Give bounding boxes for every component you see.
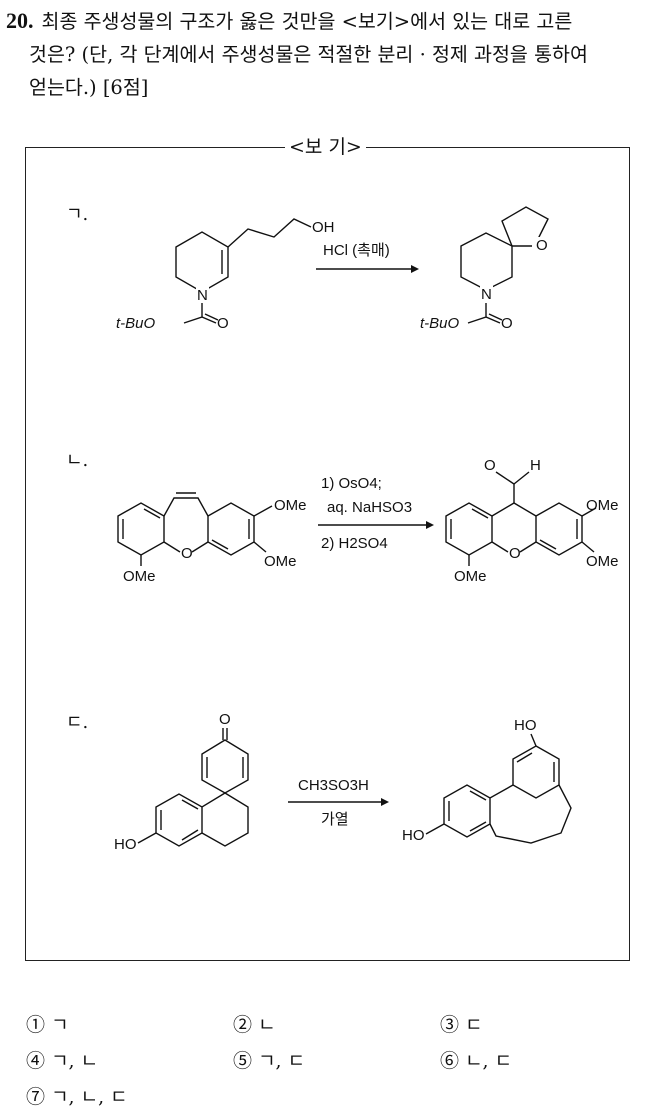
reaction-scheme-a: OH N t-BuO O HCl (촉매) O N t-BuO O (116, 206, 549, 332)
aldehyde-o-label: O (484, 457, 496, 474)
question-line-3: 얻는다.) [6점] (29, 76, 149, 99)
arrow-head-icon (381, 798, 389, 806)
phenol-ho-label: HO (114, 836, 137, 853)
product-ho-label-1: HO (514, 717, 537, 734)
item-label-b: ㄴ. (66, 450, 89, 471)
reaction-scheme-b: O OMe OMe OMe 1) OsO4; aq. NaHSO3 2) H2S… (117, 457, 619, 585)
choice-1[interactable]: ① ㄱ (26, 1014, 69, 1036)
item-label-c: ㄷ. (66, 712, 89, 733)
product-carbonyl-o-label: O (501, 315, 513, 332)
choice-4[interactable]: ④ ㄱ, ㄴ (26, 1050, 99, 1072)
reagent-b-3: 2) H2SO4 (321, 535, 388, 552)
product-tbuo-label: t-BuO (420, 315, 460, 332)
question-number: 20. (6, 8, 34, 33)
dienone-o-label: O (219, 711, 231, 728)
question-line-2: 것은? (단, 각 단계에서 주생성물은 적절한 분리 · 정제 과정을 통하여 (29, 43, 588, 66)
arrow-head-icon (411, 265, 419, 273)
oxepine-o-label: O (181, 545, 193, 562)
reagent-b-2: aq. NaHSO3 (327, 499, 412, 516)
ome-label-1: OMe (274, 497, 307, 514)
product-c: HO HO (402, 717, 572, 844)
reagent-c-2: 가열 (321, 811, 349, 828)
reaction-scheme-c: O HO CH3SO3H 가열 HO (114, 711, 572, 853)
reagent-c-1: CH3SO3H (298, 777, 369, 794)
carbonyl-o-label: O (217, 315, 229, 332)
bogi-box: <보 기> ㄱ. OH N t-BuO O HCl (촉매) O (25, 134, 630, 961)
product-ho-label-2: HO (402, 827, 425, 844)
choice-7[interactable]: ⑦ ㄱ, ㄴ, ㄷ (26, 1086, 128, 1108)
starting-material-c: O HO (114, 711, 249, 853)
nitrogen-label: N (197, 287, 208, 304)
item-label-a: ㄱ. (66, 204, 89, 225)
choice-6[interactable]: ⑥ ㄴ, ㄷ (440, 1050, 513, 1072)
product-ome-label-3: OMe (454, 568, 487, 585)
product-a: O N t-BuO O (420, 206, 549, 332)
choice-5[interactable]: ⑤ ㄱ, ㄷ (233, 1050, 306, 1072)
question-line-1: 20.최종 주생성물의 구조가 옳은 것만을 <보기>에서 있는 대로 고른 (6, 8, 573, 33)
reagent-b-1: 1) OsO4; (321, 475, 382, 492)
question-text: 20.최종 주생성물의 구조가 옳은 것만을 <보기>에서 있는 대로 고른 것… (6, 4, 651, 104)
product-n-label: N (481, 286, 492, 303)
product-ome-label-2: OMe (586, 553, 619, 570)
aldehyde-h-label: H (530, 457, 541, 474)
starting-material-a: OH N t-BuO O (116, 218, 335, 332)
arrow-head-icon (426, 521, 434, 529)
ome-label-2: OMe (264, 553, 297, 570)
ring-o-label: O (536, 237, 548, 254)
bogi-title: <보 기> (285, 134, 366, 160)
choice-2[interactable]: ② ㄴ (233, 1014, 276, 1036)
starting-material-b: O OMe OMe OMe (117, 492, 307, 585)
hydroxyl-label: OH (312, 219, 335, 236)
ome-label-3: OMe (123, 568, 156, 585)
tbuo-label: t-BuO (116, 315, 156, 332)
reagent-a: HCl (촉매) (323, 242, 390, 259)
product-b: O O H OMe OMe OMe (445, 457, 619, 585)
choice-3[interactable]: ③ ㄷ (440, 1014, 483, 1036)
product-ome-label-1: OMe (586, 497, 619, 514)
xanthene-o-label: O (509, 545, 521, 562)
